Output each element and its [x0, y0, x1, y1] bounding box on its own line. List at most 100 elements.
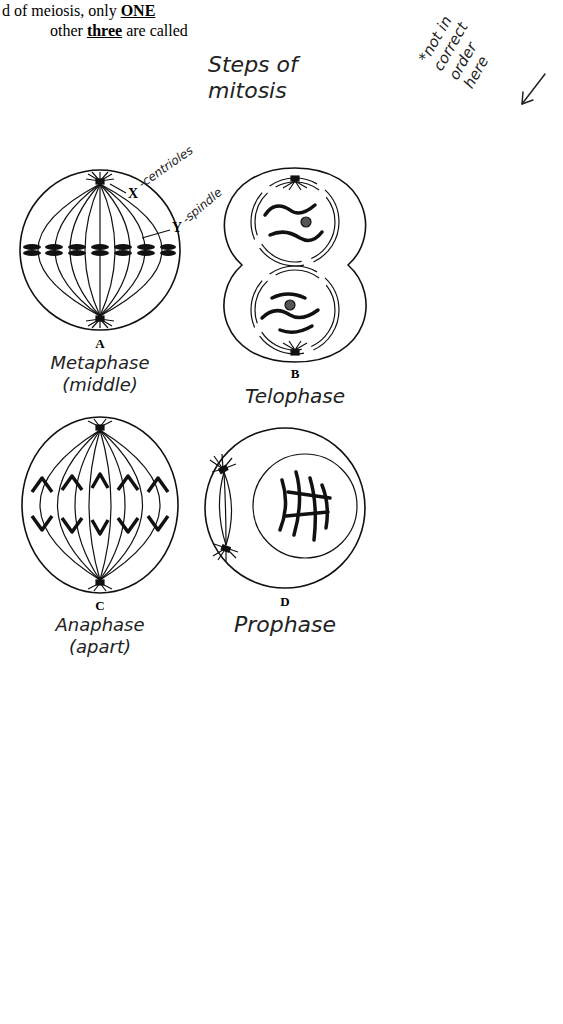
phase-name: Anaphase (apart)	[40, 614, 160, 657]
cell-a-part-part	[137, 244, 155, 250]
emphasis-word: ONE	[121, 2, 156, 19]
cell-c-part	[89, 430, 100, 580]
part-name: -centrioles	[136, 143, 196, 191]
worksheet-text: are called	[126, 22, 188, 39]
leader-line	[110, 184, 126, 193]
cell-d-part-part	[286, 512, 328, 516]
worksheet-text: d of meiosis, only	[2, 2, 117, 19]
cell-b	[224, 168, 366, 362]
cell-d-part-part	[288, 492, 330, 498]
cell-b-part	[255, 182, 335, 262]
cell-a-part	[70, 184, 100, 316]
cell-c-part-part	[62, 518, 82, 532]
cell-c-part	[75, 430, 100, 580]
cell-d-part-part	[294, 472, 300, 535]
cell-a-part	[86, 319, 114, 328]
cell-b-part	[301, 217, 311, 227]
handwritten-note: *not in correct order here	[416, 3, 507, 91]
note-arrow	[522, 74, 545, 104]
cell-a-part	[38, 184, 100, 316]
cell-a-part-part	[137, 250, 155, 256]
cell-c-part-part	[32, 516, 52, 530]
cell-c-part-part	[62, 476, 82, 490]
cell-b-part	[255, 270, 335, 350]
cell-d	[205, 428, 365, 588]
cell-d-part	[219, 472, 226, 545]
cell-c	[22, 417, 178, 593]
cell-a-part-part	[160, 244, 176, 250]
cell-c-part	[22, 417, 178, 593]
handwritten-heading: Steps of mitosis	[208, 52, 333, 105]
phase-name: Telophase	[230, 384, 360, 408]
cell-a-part	[55, 184, 100, 316]
cell-b-part	[251, 266, 339, 354]
cell-d-part-part	[310, 478, 315, 540]
worksheet-line: otherthreeare called	[50, 22, 192, 40]
cell-a-part-part	[160, 250, 176, 256]
cell-a-part	[100, 184, 145, 316]
cell-c-part	[100, 430, 143, 580]
cell-a-part	[100, 184, 162, 316]
cell-d-part	[280, 472, 330, 540]
cell-b-part-part	[265, 205, 315, 215]
cell-d-part	[253, 454, 357, 558]
cell-a	[20, 170, 180, 330]
cell-d-part	[224, 472, 232, 545]
part-name: -spindle	[179, 185, 225, 227]
figure-letter: A	[90, 336, 110, 352]
cell-c-part-part	[92, 520, 108, 534]
cell-c-part-part	[148, 516, 168, 530]
cell-a-part	[20, 170, 180, 330]
cell-c-part-part	[148, 478, 168, 492]
cell-a-part-part	[45, 250, 63, 256]
part-letter: X	[128, 186, 138, 203]
cell-a-part	[100, 184, 130, 316]
cell-b-part-part	[272, 294, 305, 298]
note-arrow-part	[522, 92, 533, 104]
part-letter: Y	[172, 220, 182, 237]
cell-a-part-part	[91, 244, 109, 250]
cell-c-part-part	[118, 476, 138, 490]
cell-a-part-part	[45, 244, 63, 250]
cell-b-part-part	[280, 326, 312, 332]
cell-c-part	[32, 474, 168, 534]
cell-c-part-part	[92, 474, 108, 488]
cell-a-part-part	[23, 250, 41, 256]
cell-c-part	[40, 430, 100, 580]
cell-c-part	[100, 430, 160, 580]
cell-b-part	[262, 205, 322, 332]
cell-c-part	[100, 430, 111, 580]
phase-name: Metaphase (middle)	[45, 352, 155, 395]
cell-c-part-part	[32, 478, 52, 492]
cell-b-part-part	[270, 232, 322, 240]
cell-d-part	[205, 428, 365, 588]
cell-a-part-part	[68, 250, 86, 256]
figure-letter: C	[90, 598, 110, 614]
figure-letter: D	[275, 594, 295, 610]
cell-a-part	[85, 184, 100, 316]
cell-a-part-part	[68, 244, 86, 250]
cell-b-part	[285, 300, 295, 310]
cell-c-part	[88, 419, 112, 427]
note-arrow-part	[522, 74, 545, 104]
cell-a-part	[100, 184, 115, 316]
phase-name: Prophase	[225, 612, 345, 638]
cell-d-part-part	[280, 480, 286, 530]
cell-b-part-part	[262, 310, 318, 318]
cell-c-part	[58, 430, 101, 580]
cell-c-part-part	[118, 518, 138, 532]
cell-c-part	[88, 583, 112, 591]
cell-a-part-part	[23, 244, 41, 250]
cell-a-part-part	[114, 244, 132, 250]
leader-line	[142, 230, 170, 238]
worksheet-line: d of meiosis, onlyONE	[2, 2, 159, 20]
cell-a-part-part	[114, 250, 132, 256]
cell-d-part	[210, 454, 236, 472]
emphasis-word: three	[87, 22, 122, 39]
cell-b-part	[251, 178, 339, 266]
cell-a-part	[86, 172, 114, 181]
cell-a-part	[23, 244, 176, 256]
cell-a-part-part	[91, 250, 109, 256]
cell-d-part-part	[322, 485, 327, 528]
